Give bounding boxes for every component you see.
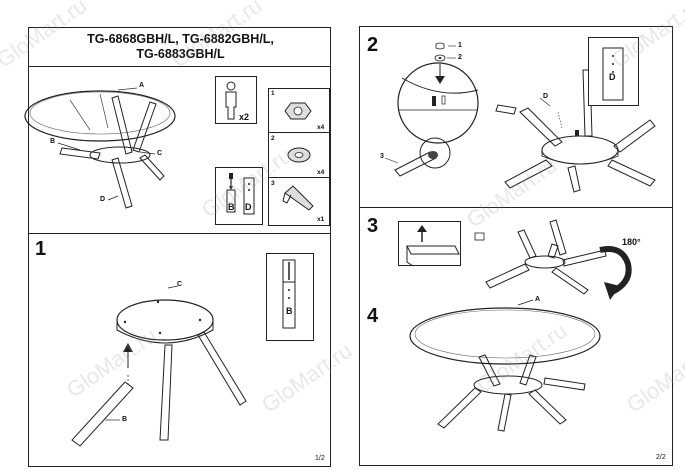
tool-label-b: B (228, 202, 235, 212)
hardware-icons (282, 102, 314, 211)
rotation-label: 180° (622, 237, 641, 247)
leg-detail-icon (602, 47, 624, 101)
page-number-left: 1/2 (315, 455, 325, 462)
step2-hw-label-1: 1 (458, 42, 462, 49)
allen-key-icon (282, 185, 314, 211)
step-2-number: 2 (367, 34, 379, 56)
part-label-d: D (100, 196, 106, 203)
step-3-number: 3 (367, 215, 379, 237)
person-count: x2 (239, 112, 250, 122)
step-1-number: 1 (35, 238, 47, 260)
part-label-b: B (50, 138, 56, 145)
hardware-3-qty: x1 (317, 216, 325, 223)
title-divider (29, 66, 330, 67)
step2-hw-label-2: 2 (458, 54, 462, 61)
bolt-detail-icon (282, 259, 296, 329)
hardware-row-divider (269, 132, 329, 133)
hardware-1-number: 1 (271, 90, 275, 97)
hardware-row-divider (269, 177, 329, 178)
part-label-a: A (139, 82, 145, 89)
step4-label-a: A (535, 296, 541, 303)
model-title-line2: TG-6883GBH/L (136, 47, 225, 61)
person-icon (225, 81, 237, 120)
washer-icon (287, 147, 311, 163)
step-4-number: 4 (367, 305, 379, 327)
hardware-2-qty: x4 (317, 169, 325, 176)
screw-icon (226, 173, 255, 215)
two-person-box: x2 (215, 76, 257, 124)
step1-label-b: B (122, 416, 128, 423)
tool-label-d: D (245, 202, 252, 212)
hardware-list: 1 x4 2 x4 3 x1 (268, 88, 330, 226)
step1-callout-label: B (286, 306, 293, 316)
hardware-2-number: 2 (271, 135, 275, 142)
part-label-c: C (157, 150, 163, 157)
step2-callout-label: D (609, 72, 616, 82)
page-number-right: 2/2 (656, 454, 666, 461)
step1-label-c: C (177, 281, 183, 288)
step3-callout-box (398, 221, 461, 267)
step2-callout-box: D (588, 37, 639, 106)
model-title: TG-6868GBH/L, TG-6882GBH/L, TG-6883GBH/L (29, 32, 332, 62)
up-arrow-icon (406, 225, 460, 267)
step1-callout-box: B (266, 253, 314, 341)
hardware-1-qty: x4 (317, 124, 325, 131)
model-title-line1: TG-6868GBH/L, TG-6882GBH/L, (87, 32, 274, 46)
step2-divider (360, 207, 672, 208)
step1-divider (29, 233, 330, 234)
step2-hw-label-3: 3 (380, 153, 384, 160)
assembly-parts-box: B D (215, 167, 263, 225)
step2-label-d: D (543, 93, 549, 100)
hardware-3-number: 3 (271, 180, 275, 187)
nut-icon (284, 102, 312, 120)
